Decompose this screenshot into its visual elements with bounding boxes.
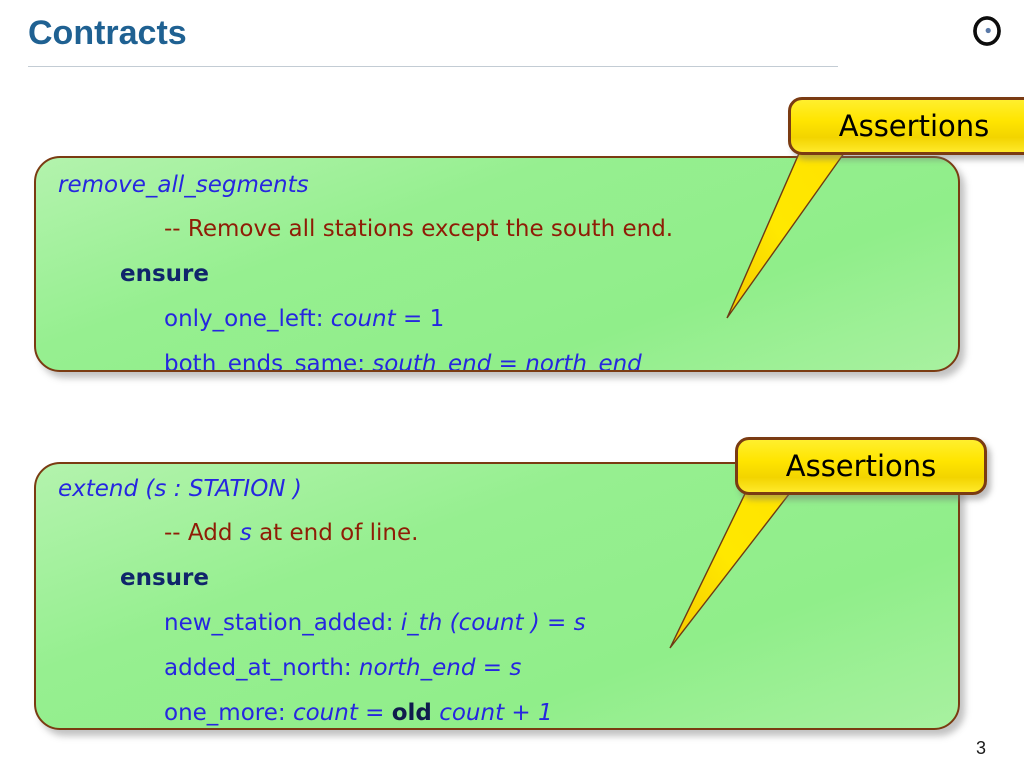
assertion-new-station-added: new_station_added: i_th (count ) = s	[164, 612, 586, 635]
callout-assertions-1: Assertions	[788, 97, 1024, 155]
routine-comment: -- Remove all stations except the south …	[164, 216, 674, 242]
assertion-one-more: one_more: count = old count + 1	[164, 702, 553, 725]
page-title: Contracts	[28, 14, 187, 52]
arg-type: STATION	[188, 476, 286, 502]
paren-open: (	[145, 476, 155, 502]
callout-assertions-2: Assertions	[735, 437, 987, 495]
assertion-operator: =	[402, 306, 423, 332]
routine-comment: -- Add s at end of line.	[164, 522, 418, 545]
assertion-expr-b: 1	[429, 306, 445, 332]
assertion-tag: one_more:	[164, 700, 286, 726]
callout-label: Assertions	[838, 109, 990, 143]
routine-signature: remove_all_segments	[58, 172, 309, 198]
circle-eye-icon	[970, 14, 1004, 48]
arg-colon: :	[173, 476, 182, 502]
callout-pointer-2	[650, 465, 870, 665]
code-box-extend: extend (s : STATION ) -- Add s at end of…	[34, 462, 960, 730]
assertion-tag: only_one_left:	[164, 306, 324, 332]
assertion-expr-a: count	[330, 306, 396, 332]
page-number: 3	[976, 738, 987, 758]
routine-name: extend	[58, 476, 139, 502]
routine-signature: extend (s : STATION )	[58, 478, 302, 501]
assertion-added-at-north: added_at_north: north_end = s	[164, 657, 521, 680]
assertion-expr-b: count	[439, 700, 505, 726]
arg-name: s	[154, 476, 167, 502]
ensure-keyword: ensure	[120, 565, 209, 591]
old-keyword: old	[391, 700, 432, 726]
assertion-tag: both_ends_same:	[164, 351, 365, 372]
assertion-only-one-left: only_one_left: count = 1	[164, 308, 444, 331]
callout-label: Assertions	[785, 449, 937, 483]
comment-suffix: at end of line.	[259, 520, 419, 546]
assertion-expr-a: count	[292, 700, 358, 726]
title-divider	[28, 66, 838, 67]
assertion-operator: =	[498, 351, 518, 372]
assertion-expression: north_end = s	[358, 655, 522, 681]
assertion-tag: new_station_added:	[164, 610, 394, 636]
comment-variable: s	[239, 520, 252, 546]
assertion-operator: =	[365, 700, 385, 726]
assertion-tag: added_at_north:	[164, 655, 352, 681]
ensure-keyword: ensure	[120, 261, 209, 287]
assertion-expr-b: north_end	[525, 351, 642, 372]
callout-pointer-1	[700, 140, 900, 340]
paren-close: )	[292, 476, 302, 502]
assertion-expr-a: south_end	[372, 351, 492, 372]
assertion-expression: i_th (count ) = s	[400, 610, 586, 636]
comment-prefix: -- Add	[164, 520, 233, 546]
assertion-plus-one: + 1	[511, 700, 553, 726]
assertion-both-ends-same: both_ends_same: south_end = north_end	[164, 351, 642, 372]
